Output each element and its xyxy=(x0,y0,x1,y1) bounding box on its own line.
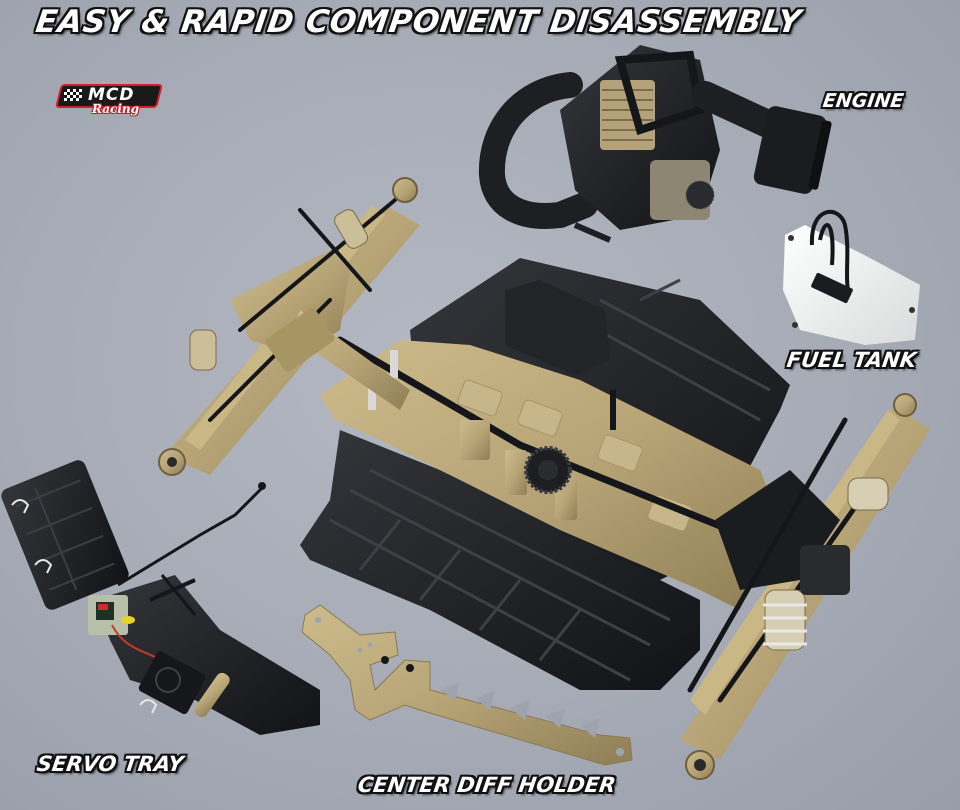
center-diff-holder-label: CENTER DIFF HOLDER xyxy=(356,773,618,797)
servo-tray-label: SERVO TRAY xyxy=(35,752,185,776)
logo-subtitle: Racing xyxy=(92,102,140,116)
checkered-flag-icon xyxy=(64,89,82,101)
engine xyxy=(478,45,832,243)
front-suspension xyxy=(158,177,420,476)
mcd-racing-logo: MCD Racing xyxy=(55,84,163,120)
chassis xyxy=(300,258,790,690)
page-title: EASY & RAPID COMPONENT DISASSEMBLY xyxy=(33,4,804,40)
logo-brand: MCD xyxy=(88,85,135,105)
servo-tray xyxy=(1,460,320,735)
engine-label: ENGINE xyxy=(821,90,905,112)
rear-suspension xyxy=(680,393,930,780)
center-diff-holder xyxy=(301,604,633,766)
fuel-tank xyxy=(783,209,920,345)
fuel-tank-label: FUEL TANK xyxy=(785,348,918,372)
